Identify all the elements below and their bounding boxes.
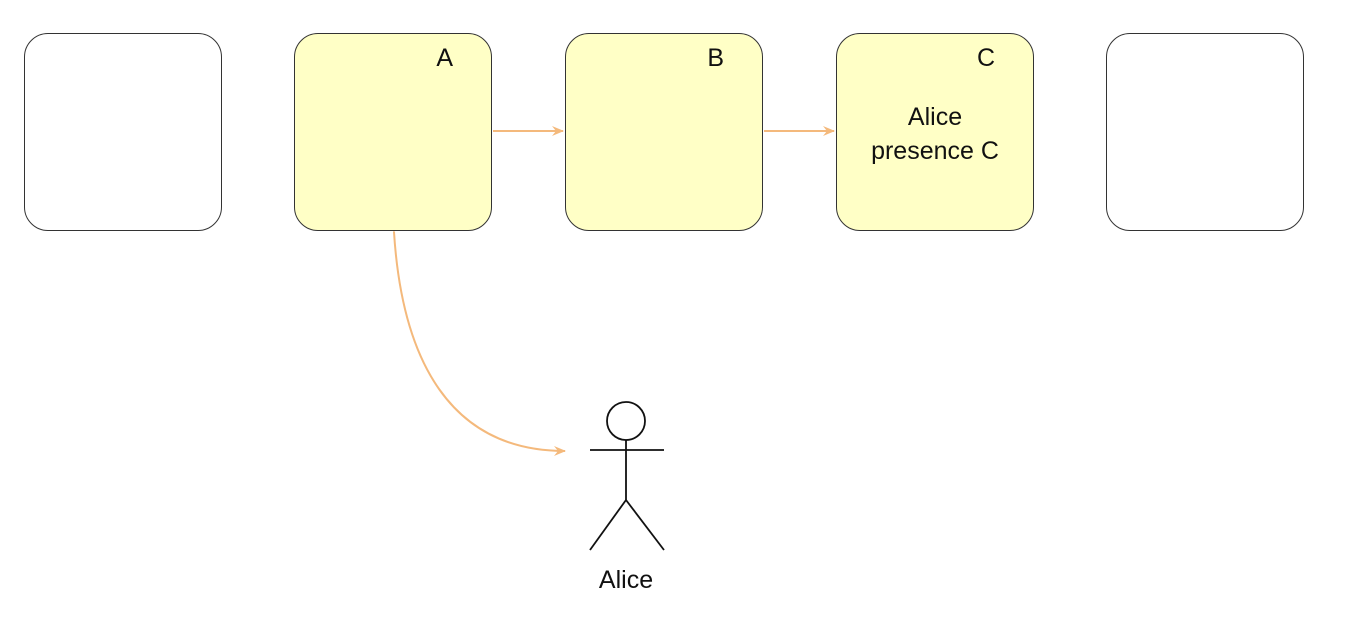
node-a-label: A <box>436 44 453 72</box>
node-b-label: B <box>707 44 724 72</box>
node-empty-right[interactable] <box>1106 33 1304 231</box>
node-a[interactable]: A <box>294 33 492 231</box>
node-c-label: C <box>976 44 995 72</box>
node-c[interactable]: C Alice presence C <box>836 33 1034 231</box>
node-c-body: Alice presence C <box>837 100 1033 168</box>
node-c-body-line-2: presence C <box>871 137 999 165</box>
actor-icon[interactable] <box>586 400 666 560</box>
node-empty-left[interactable] <box>24 33 222 231</box>
node-c-body-line-1: Alice <box>907 103 963 131</box>
node-b[interactable]: B <box>565 33 763 231</box>
actor-name: Alice <box>598 566 654 594</box>
edge-alice-a <box>388 220 566 456</box>
